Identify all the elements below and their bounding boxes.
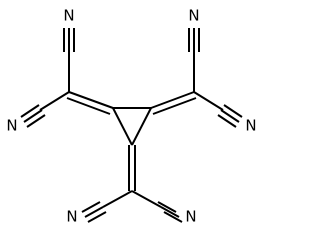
chemical-structure-canvas: N N N N N N (6, 6, 257, 226)
right-exocyclic-double-bond (150, 91, 197, 115)
nitrogen-label-right: N (245, 117, 256, 135)
bottom-right-cyano-bond (131, 190, 183, 223)
nitrogen-label-bottom-left: N (66, 208, 77, 226)
nitrogen-label-top-left: N (63, 7, 74, 25)
left-exocyclic-double-bond (66, 91, 114, 115)
nitrogen-label-top-right: N (188, 7, 199, 25)
bottom-exocyclic-double-bond (128, 145, 136, 191)
ring-bond-right (131, 107, 152, 146)
right-lower-cyano-bond (193, 91, 243, 128)
nitrogen-label-bottom-right: N (185, 208, 196, 226)
nitrogen-label-left: N (6, 117, 17, 135)
left-lower-cyano-bond (20, 91, 70, 128)
left-upper-cyano-bond (63, 28, 75, 92)
ring-bond-left (112, 107, 133, 146)
right-upper-cyano-bond (188, 28, 200, 92)
bottom-left-cyano-bond (81, 190, 133, 223)
structure-diagram: N N N N N N (6, 7, 256, 226)
